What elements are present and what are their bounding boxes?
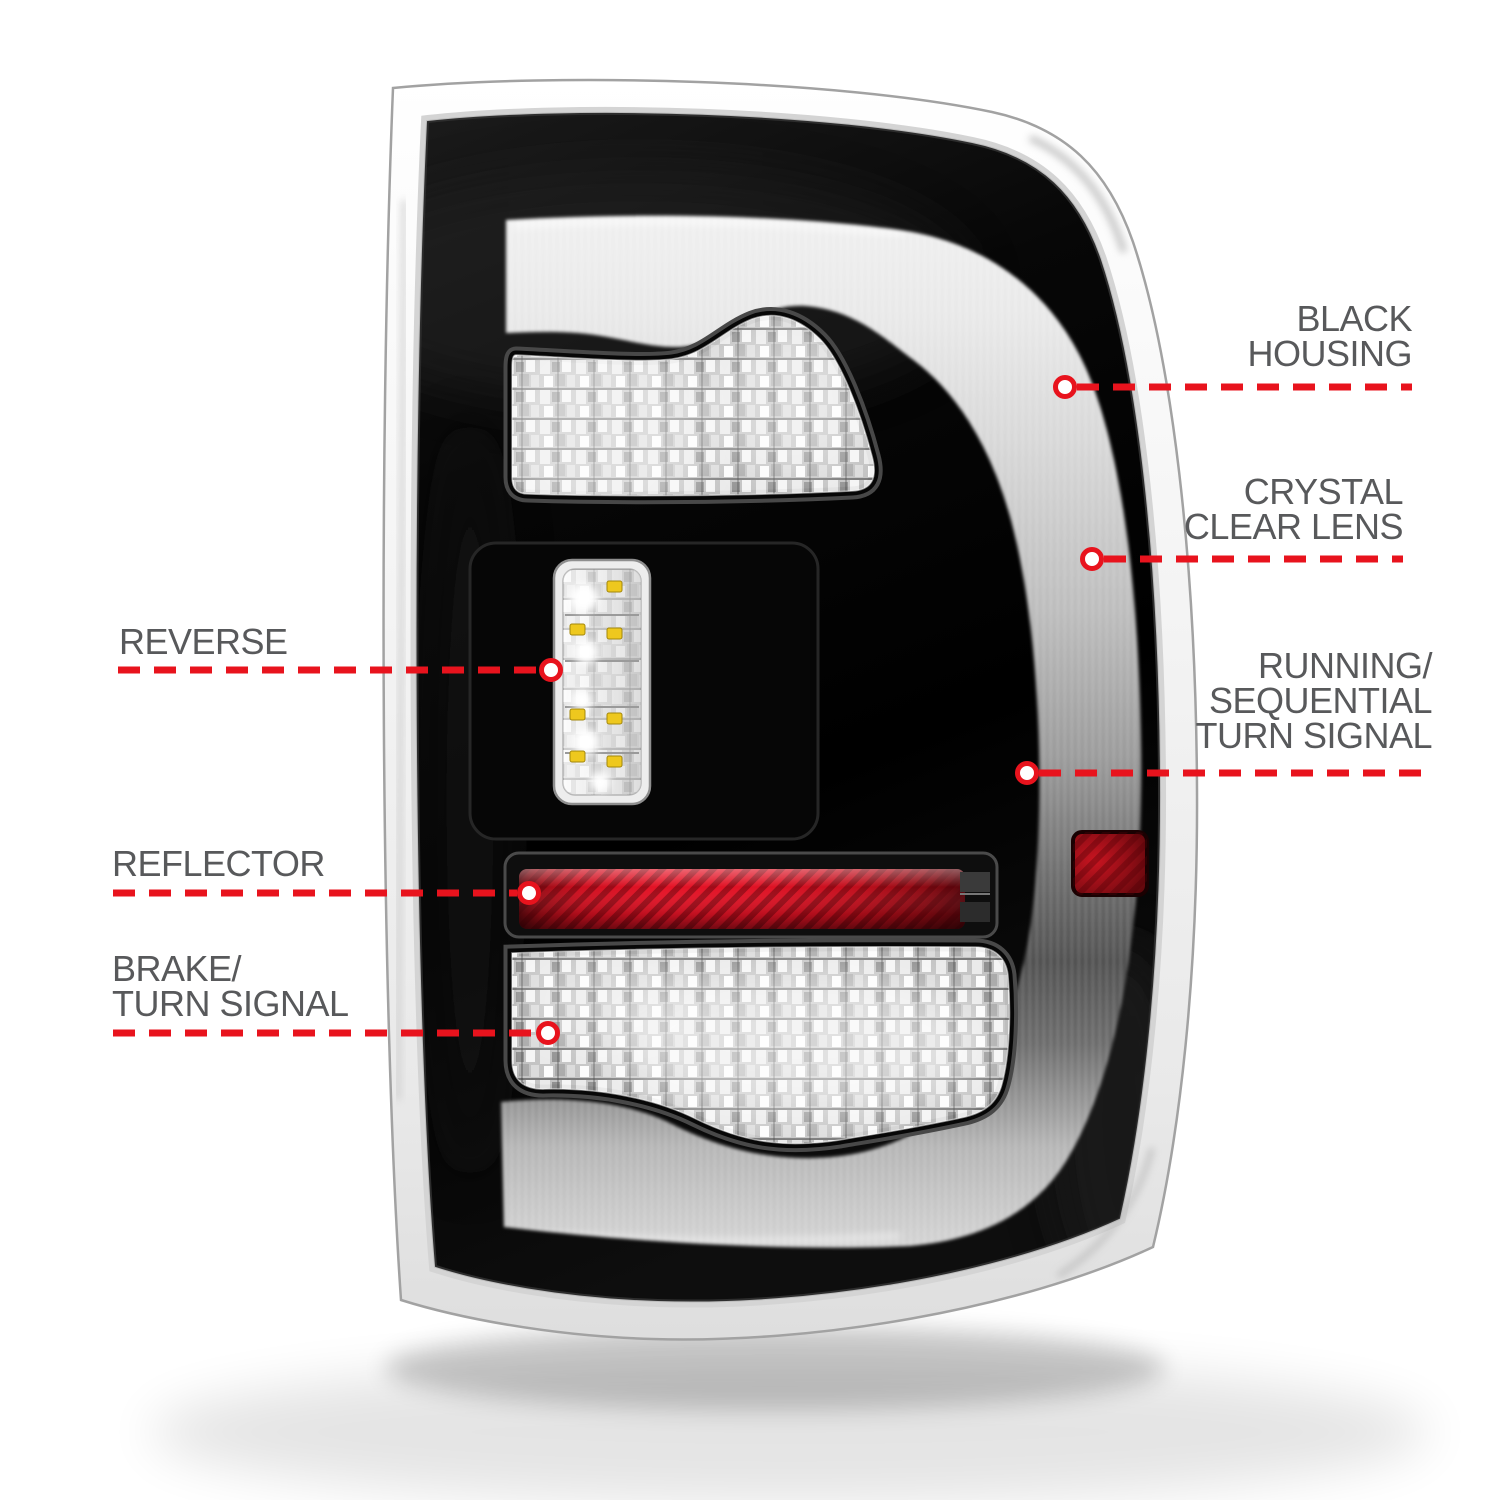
label-reflector: REFLECTOR [112,843,325,884]
label-line: BRAKE/ [112,948,242,989]
reflector-bar [503,851,999,939]
label-line: CRYSTAL [1243,471,1404,512]
reverse-lamp-unit [468,541,820,841]
label-line: SEQUENTIAL [1208,680,1433,721]
label-running-sequential-turn-signal: RUNNING/ SEQUENTIAL TURN SIGNAL [1195,645,1433,756]
label-line: TURN SIGNAL [112,983,349,1024]
label-brake-turn-signal: BRAKE/ TURN SIGNAL [112,948,349,1024]
label-line: TURN SIGNAL [1195,715,1432,756]
reverse-led-array [563,569,641,795]
label-line: REVERSE [119,621,288,662]
crystal-clear-lens-rim [382,78,1199,1341]
label-line: BLACK [1296,298,1412,339]
label-line: REFLECTOR [112,843,325,884]
label-line: CLEAR LENS [1183,506,1404,547]
label-line: HOUSING [1247,333,1412,374]
reverse-led-chips [569,580,623,768]
side-marker-reflector [1071,830,1149,897]
label-black-housing: BLACK HOUSING [1247,298,1412,374]
floor-shadow [150,1326,1430,1500]
lower-clear-lens [500,935,1020,1155]
label-reverse: REVERSE [119,621,288,662]
label-crystal-clear-lens: CRYSTAL CLEAR LENS [1183,471,1404,547]
label-line: RUNNING/ [1258,645,1432,686]
